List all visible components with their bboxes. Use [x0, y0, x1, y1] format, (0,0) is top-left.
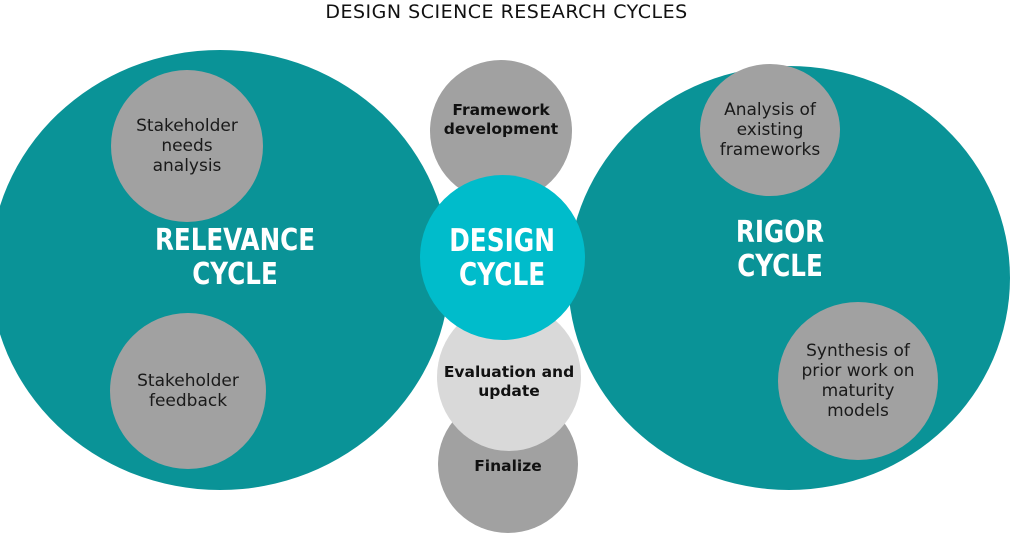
relevance-node-feedback: Stakeholder feedback — [110, 313, 266, 469]
rigor-node-analysis-frameworks-label: Analysis of existing frameworks — [719, 100, 821, 160]
design-cycle-label: DESIGN CYCLE — [449, 222, 556, 293]
rigor-node-synthesis: Synthesis of prior work on maturity mode… — [778, 302, 938, 460]
rigor-cycle-label: RIGOR CYCLE — [735, 215, 825, 284]
relevance-node-feedback-label: Stakeholder feedback — [137, 371, 239, 411]
design-node-finalize-label: Finalize — [474, 456, 542, 475]
relevance-cycle-label: RELEVANCE CYCLE — [154, 223, 316, 292]
design-node-framework-development-label: Framework development — [443, 101, 559, 138]
design-cycle-circle: DESIGN CYCLE — [420, 175, 585, 340]
diagram-title: DESIGN SCIENCE RESEARCH CYCLES — [325, 1, 688, 23]
relevance-node-needs-analysis-label: Stakeholder needs analysis — [136, 116, 238, 176]
relevance-node-needs-analysis: Stakeholder needs analysis — [111, 70, 263, 222]
rigor-node-synthesis-label: Synthesis of prior work on maturity mode… — [801, 341, 915, 421]
design-node-evaluation-update-label: Evaluation and update — [443, 363, 575, 400]
rigor-node-analysis-frameworks: Analysis of existing frameworks — [700, 64, 840, 196]
